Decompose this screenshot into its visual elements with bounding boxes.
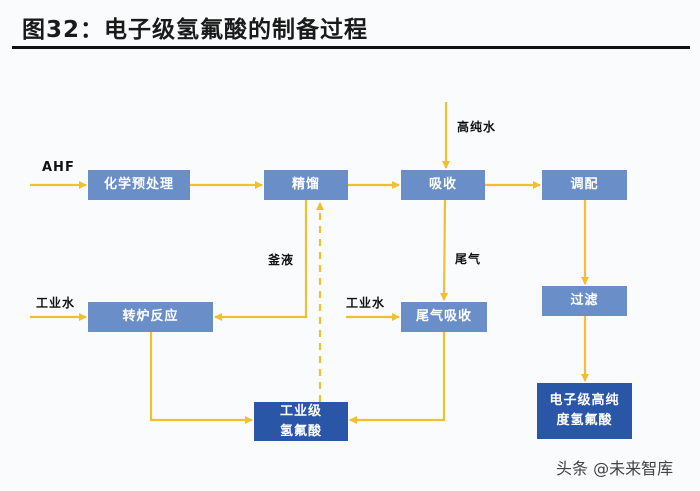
label-tail-gas: 尾气 [455,252,482,266]
label-industrial-water-mid: 工业水 [346,296,386,310]
node-electronic-hf-line2: 度氢氟酸 [556,413,613,428]
node-chemical-pretreatment: 化学预处理 [88,170,190,200]
node-industrial-hf: 工业级 氢氟酸 [254,402,348,441]
edge-converter-to-industrial [149,332,253,424]
label-ahf: AHF [42,160,75,175]
node-industrial-hf-line1: 工业级 [279,403,322,419]
node-converter-reaction: 转炉反应 [88,302,213,332]
label-high-purity-water: 高纯水 [457,120,497,134]
edge-tailgas-to-industrial [349,332,446,424]
node-blending: 调配 [542,170,627,200]
node-tailgas-absorption: 尾气吸收 [401,302,487,332]
node-filtration: 过滤 [542,286,627,316]
label-kettle-liquid: 釜液 [268,253,295,267]
edge-absorb-to-tailgas [440,199,449,301]
node-industrial-hf-line2: 氢氟酸 [279,423,322,439]
node-electronic-hf-line1: 电子级高纯 [549,393,620,408]
node-distillation: 精馏 [264,170,348,200]
edge-distill-to-converter [214,200,308,321]
node-absorption: 吸收 [401,170,485,200]
label-industrial-water-left: 工业水 [36,296,76,310]
figure-title: 图32：电子级氢氟酸的制备过程 [22,17,369,43]
watermark: 头条 @未来智库 [556,459,674,478]
title-underline [12,46,690,49]
node-electronic-grade-hf: 电子级高纯 度氢氟酸 [537,383,632,439]
